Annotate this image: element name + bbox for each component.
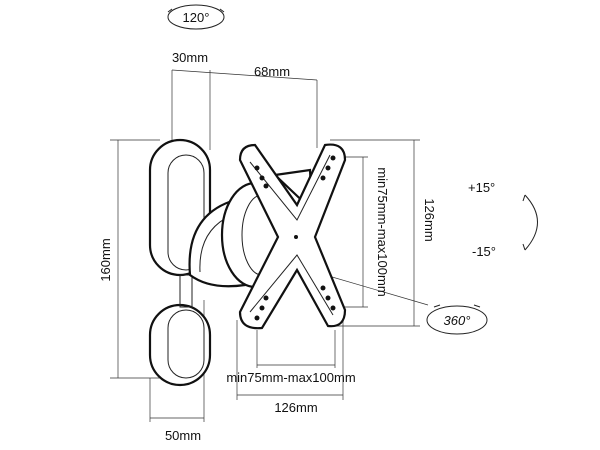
height-plate-label: 126mm <box>422 198 437 241</box>
vesa-vertical-label: min75mm-max100mm <box>375 167 390 296</box>
tilt-up-label: +15° <box>468 180 495 195</box>
tilt-down-label: -15° <box>472 244 496 259</box>
rotation-360-indicator: 360° <box>426 304 488 335</box>
width-wall-label: 50mm <box>165 428 201 443</box>
dimension-lines <box>110 69 429 422</box>
depth-wall-label: 30mm <box>172 50 208 65</box>
rotation-top-label: 120° <box>183 10 210 25</box>
vesa-plate <box>238 143 347 330</box>
height-wall-label: 160mm <box>98 238 113 281</box>
vesa-horizontal-label: min75mm-max100mm <box>226 370 355 385</box>
tilt-indicator: +15° -15° <box>468 180 538 259</box>
rotation-120-indicator: 120° <box>167 4 225 30</box>
width-plate-label: 126mm <box>274 400 317 415</box>
depth-arm-label: 68mm <box>254 64 290 79</box>
rotation-plate-label: 360° <box>444 313 471 328</box>
wall-plate <box>148 138 212 387</box>
